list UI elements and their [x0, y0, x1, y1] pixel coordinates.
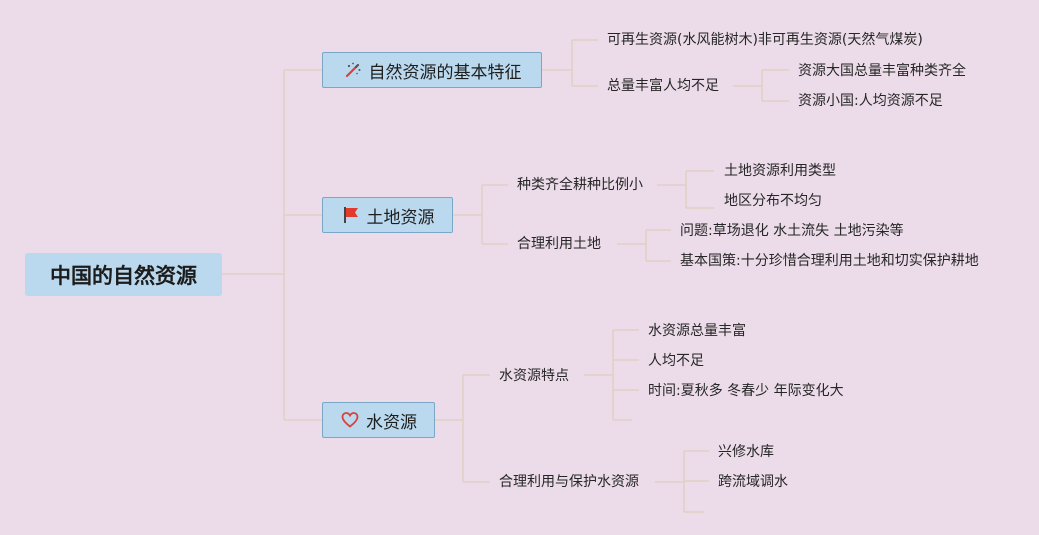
topic-land-types[interactable]: 种类齐全耕种比例小: [517, 176, 643, 194]
connector: [222, 69, 322, 421]
root-topic-label: 中国的自然资源: [50, 263, 197, 288]
topic-per-capita-shortage[interactable]: 人均不足: [648, 352, 704, 370]
connector: [733, 69, 789, 102]
topic-rational-land-use[interactable]: 合理利用土地: [517, 235, 601, 253]
branch-label: 自然资源的基本特征: [368, 62, 522, 83]
topic-label: 合理利用土地: [517, 236, 601, 252]
topic-water-protection[interactable]: 合理利用与保护水资源: [499, 473, 639, 491]
topic-label: 资源大国总量丰富种类齐全: [798, 63, 966, 79]
branch-label: 水资源: [366, 412, 417, 433]
topic-renewable-resources[interactable]: 可再生资源(水风能树木)非可再生资源(天然气煤炭): [607, 31, 923, 49]
branch-land-resources[interactable]: 土地资源: [322, 197, 453, 233]
topic-label: 水资源总量丰富: [648, 323, 746, 339]
topic-label: 时间:夏秋多 冬春少 年际变化大: [648, 383, 844, 399]
connector: [453, 184, 508, 245]
topic-water-features[interactable]: 水资源特点: [499, 367, 569, 385]
topic-resource-big-country[interactable]: 资源大国总量丰富种类齐全: [798, 62, 966, 80]
topic-land-problems[interactable]: 问题:草场退化 水土流失 土地污染等: [680, 222, 904, 240]
topic-label: 基本国策:十分珍惜合理利用土地和切实保护耕地: [680, 253, 979, 269]
topic-label: 水资源特点: [499, 368, 569, 384]
topic-label: 资源小国:人均资源不足: [798, 93, 943, 109]
topic-label: 可再生资源(水风能树木)非可再生资源(天然气煤炭): [607, 32, 923, 48]
topic-total-abundant[interactable]: 总量丰富人均不足: [607, 77, 719, 95]
connector: [542, 39, 598, 87]
topic-water-total-abundant[interactable]: 水资源总量丰富: [648, 322, 746, 340]
topic-uneven-distribution[interactable]: 地区分布不均匀: [724, 192, 822, 210]
root-topic[interactable]: 中国的自然资源: [25, 253, 222, 296]
topic-label: 地区分布不均匀: [724, 193, 822, 209]
branch-natural-resource-features[interactable]: 自然资源的基本特征: [322, 52, 542, 88]
topic-label: 跨流域调水: [718, 474, 788, 490]
topic-build-reservoirs[interactable]: 兴修水库: [718, 443, 774, 461]
connector: [617, 229, 671, 262]
topic-label: 合理利用与保护水资源: [499, 474, 639, 490]
topic-inter-basin-transfer[interactable]: 跨流域调水: [718, 473, 788, 491]
branch-water-resources[interactable]: 水资源: [322, 402, 435, 438]
topic-land-use-types[interactable]: 土地资源利用类型: [724, 162, 836, 180]
heart-outline-icon: [340, 410, 360, 430]
topic-label: 种类齐全耕种比例小: [517, 177, 643, 193]
red-flag-icon: [341, 205, 361, 225]
topic-label: 总量丰富人均不足: [607, 78, 719, 94]
topic-temporal-variation[interactable]: 时间:夏秋多 冬春少 年际变化大: [648, 382, 844, 400]
topic-label: 兴修水库: [718, 444, 774, 460]
connector: [657, 170, 714, 209]
magic-wand-icon: [343, 60, 363, 80]
connector: [584, 329, 639, 421]
topic-basic-policy[interactable]: 基本国策:十分珍惜合理利用土地和切实保护耕地: [680, 252, 979, 270]
branch-label: 土地资源: [366, 207, 435, 228]
connector: [435, 374, 490, 483]
topic-label: 人均不足: [648, 353, 704, 369]
connector: [655, 450, 709, 513]
topic-resource-small-country[interactable]: 资源小国:人均资源不足: [798, 92, 943, 110]
topic-label: 土地资源利用类型: [724, 163, 836, 179]
topic-label: 问题:草场退化 水土流失 土地污染等: [680, 223, 904, 239]
